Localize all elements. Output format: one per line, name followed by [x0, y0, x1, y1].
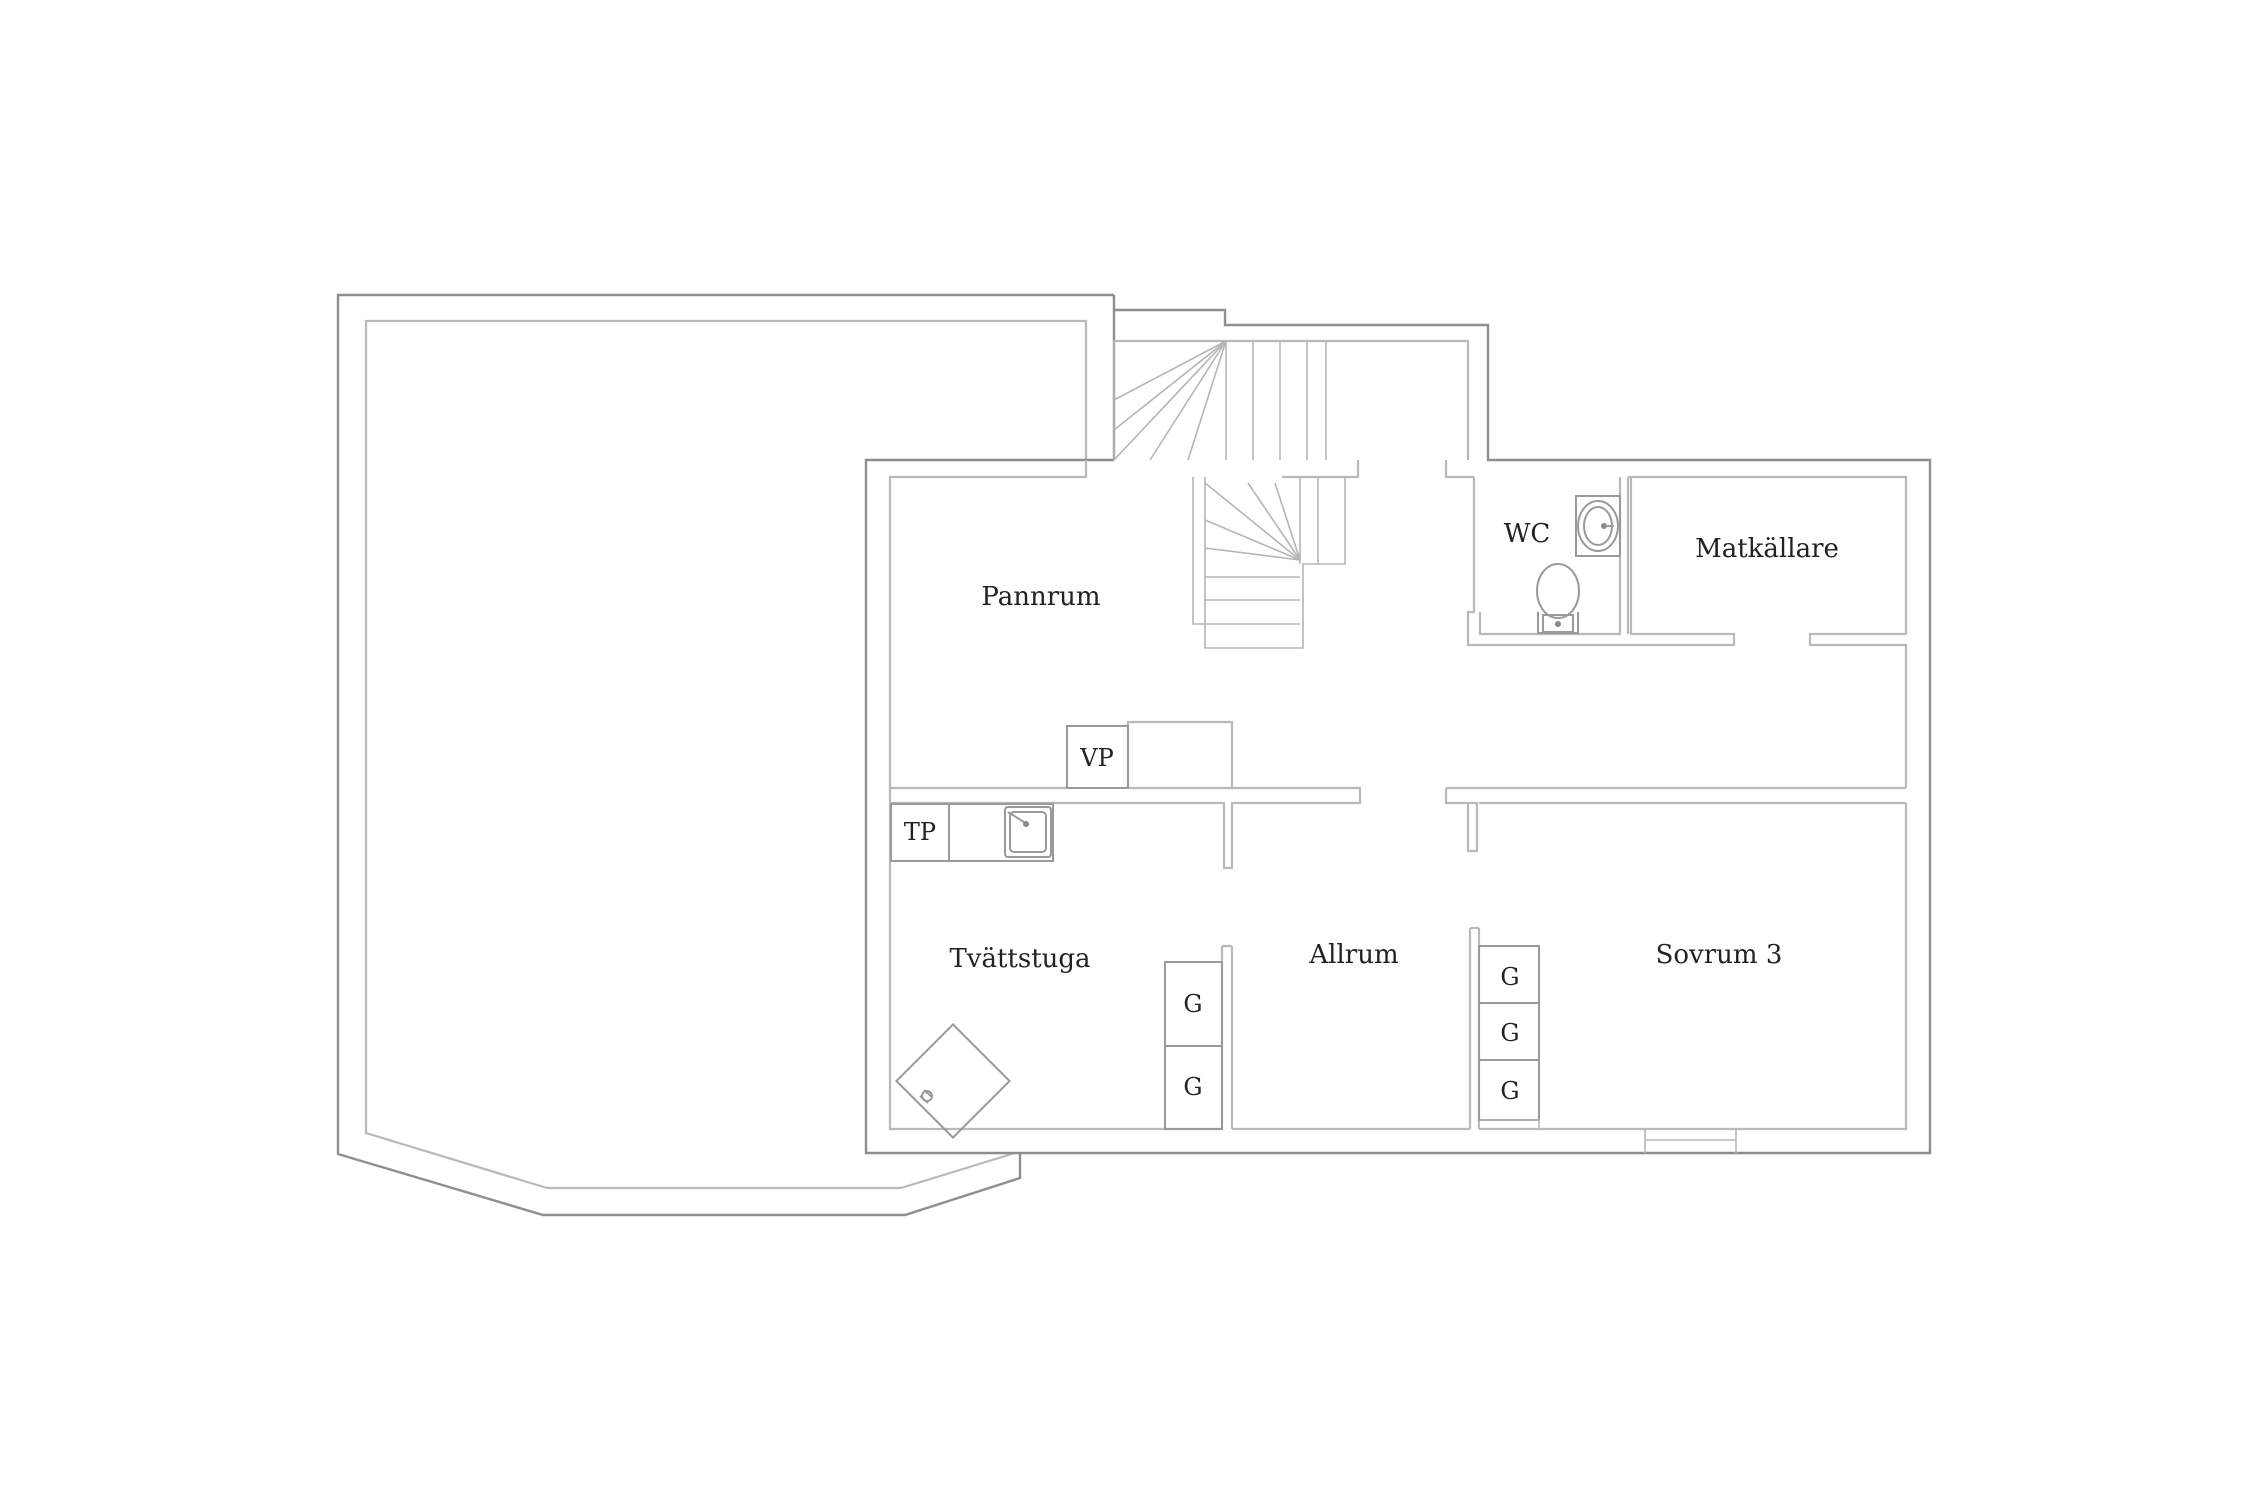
room-label-sovrum3: Sovrum 3: [1656, 940, 1783, 970]
wardrobe-label: G: [1500, 963, 1519, 991]
wardrobe-label: G: [1183, 1073, 1202, 1101]
toilet-icon: [1536, 563, 1580, 634]
main-inner-perimeter: [888, 460, 1222, 1131]
wardrobe-label: G: [1500, 1077, 1519, 1105]
vp-box: [1066, 725, 1129, 789]
room-label-wc: WC: [1504, 519, 1551, 549]
room-label-matkallare: Matkällare: [1695, 534, 1839, 564]
left-wing-outer-wall: [336, 293, 1116, 1217]
lower-stair: [1192, 477, 1346, 649]
left-wing-inner-wall: [364, 319, 1088, 1190]
tp-label: TP: [904, 818, 936, 846]
wardrobe-tvattstuga: [1164, 961, 1223, 1130]
washing-machine-icon: [895, 1023, 1011, 1139]
laundry-sink-icon: [948, 803, 1054, 862]
wc-sink-icon: [1575, 495, 1621, 557]
wardrobe-label: G: [1500, 1019, 1519, 1047]
outer-walls: [336, 293, 1932, 1217]
main-house-outer-wall: [864, 308, 1932, 1155]
room-label-pannrum: Pannrum: [981, 582, 1100, 612]
pannrum-bottom-wall: [890, 720, 1234, 790]
room-label-tvattstuga: Tvättstuga: [949, 944, 1090, 974]
tvattstuga-right-wall: [1220, 944, 1234, 1129]
upper-stair: [1113, 340, 1327, 461]
inner-top-right: [1282, 460, 1360, 479]
room-label-allrum: Allrum: [1308, 940, 1398, 970]
allrum-right-wall: [1468, 926, 1481, 1129]
corridor-wall-right: [1444, 786, 1906, 853]
window: [1644, 1129, 1737, 1153]
wardrobe-sovrum: [1478, 945, 1540, 1129]
stair-enclosure-wall: [1114, 339, 1470, 460]
corridor-wall-left: [890, 786, 1362, 870]
vp-label: VP: [1079, 744, 1113, 772]
wardrobe-label: G: [1183, 990, 1202, 1018]
inner-right-wall: [1444, 460, 1908, 1131]
